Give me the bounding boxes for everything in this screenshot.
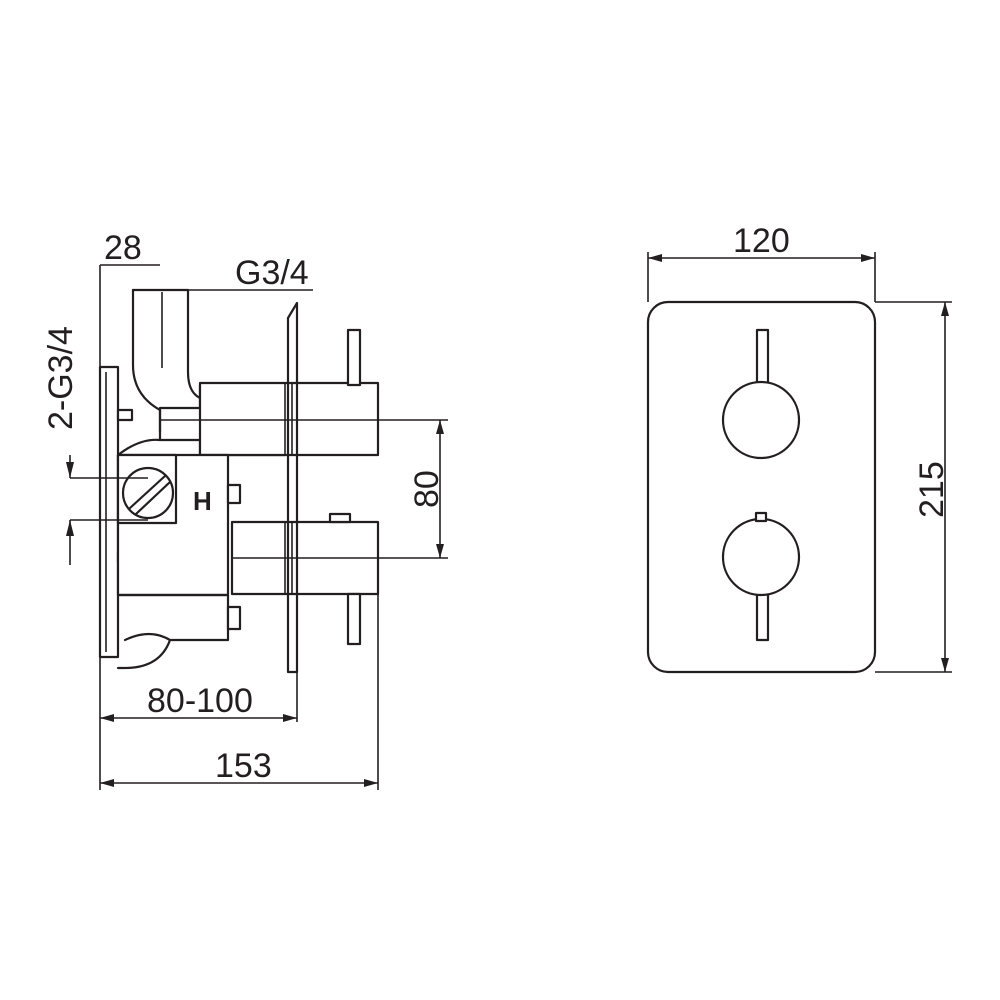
- dim-80-100-label: 80-100: [147, 682, 253, 720]
- back-plate: [98, 365, 120, 659]
- dim-120-label: 120: [733, 222, 790, 260]
- dim-215-label: 215: [913, 461, 951, 518]
- front-lower-knob: [721, 517, 801, 597]
- dim-153-label: 153: [215, 747, 272, 785]
- front-lower-indicator: [754, 511, 768, 523]
- back-stud-upper: [116, 408, 134, 422]
- front-plate: [646, 300, 877, 674]
- top-inlet-pipe: [131, 288, 202, 434]
- side-inlet-nut: [116, 453, 178, 525]
- front-view: 120 215: [646, 222, 952, 674]
- upper-handle-lever: [346, 328, 362, 387]
- dim-28-label: 28: [104, 229, 142, 267]
- side-view: H 28 G3/4 2-G3/4: [42, 229, 448, 790]
- side-inlet-bore: [121, 466, 175, 520]
- front-upper-knob: [721, 380, 801, 460]
- lower-handle-lever: [346, 592, 362, 646]
- front-upper-lever: [755, 328, 770, 390]
- bottom-stud: [226, 605, 242, 631]
- hot-marker: H: [193, 486, 212, 516]
- dim-215: 215: [875, 301, 952, 673]
- dim-2g34-side: 2-G3/4: [42, 326, 148, 565]
- dim-120: 120: [647, 222, 876, 302]
- dim-153: 153: [100, 594, 379, 790]
- bottom-outlet: [116, 593, 230, 670]
- side-stud-right: [226, 483, 242, 505]
- lower-handle-knob: [328, 512, 352, 524]
- dim-g34-top-label: G3/4: [235, 254, 309, 292]
- dim-80-label: 80: [408, 470, 446, 508]
- dim-2g34-side-label: 2-G3/4: [42, 326, 80, 430]
- dim-80-100: 80-100: [99, 657, 298, 790]
- cover-plate: [286, 301, 299, 674]
- dim-80-spacing: 80: [160, 419, 448, 559]
- front-lower-lever: [755, 588, 770, 642]
